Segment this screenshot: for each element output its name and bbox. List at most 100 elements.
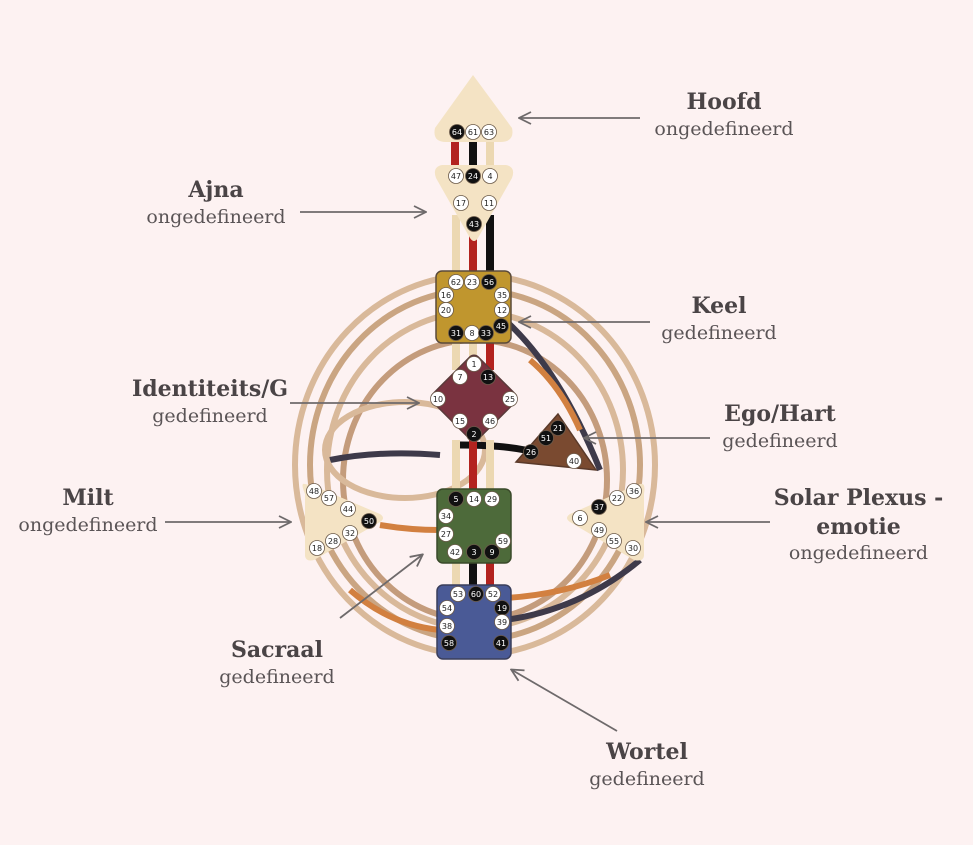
gate-identiteit-25: 25	[502, 391, 518, 407]
gate-hart-40: 40	[566, 453, 582, 469]
gate-circle	[494, 302, 510, 318]
label-hart-status: gedefineerd	[722, 429, 838, 452]
gate-circle	[342, 525, 358, 541]
gate-number: 56	[484, 278, 494, 287]
gate-circle	[482, 413, 498, 429]
gate-keel-33: 33	[478, 325, 494, 341]
gate-circle	[493, 318, 509, 334]
channel-9-52	[486, 560, 494, 590]
gate-identiteit-46: 46	[482, 413, 498, 429]
gate-circle	[340, 501, 356, 517]
label-sacraal: Sacraal gedefineerd	[200, 636, 354, 689]
gate-number: 39	[497, 618, 507, 627]
gate-number: 35	[497, 291, 507, 300]
gate-sacraal-3: 3	[466, 544, 482, 560]
gate-sacraal-42: 42	[447, 544, 463, 560]
gate-circle	[481, 274, 497, 290]
gate-hoofd-63: 63	[481, 124, 497, 140]
milt-center	[302, 483, 383, 561]
gate-hart-21: 21	[550, 420, 566, 436]
gate-milt-50: 50	[361, 513, 377, 529]
gate-number: 18	[312, 544, 322, 553]
gate-number: 1	[471, 360, 476, 369]
gate-circle	[606, 533, 622, 549]
gate-number: 30	[628, 544, 638, 553]
gate-circle	[485, 586, 501, 602]
channel-dark-bottom-right	[504, 557, 642, 623]
gate-circle	[448, 168, 464, 184]
gate-number: 47	[451, 172, 461, 181]
gate-circle	[430, 391, 446, 407]
gate-number: 7	[457, 373, 462, 382]
gate-number: 41	[496, 639, 506, 648]
gate-number: 24	[468, 172, 478, 181]
gate-milt-48: 48	[306, 483, 322, 499]
gate-circle	[450, 586, 466, 602]
gate-identiteit-10: 10	[430, 391, 446, 407]
gate-number: 10	[433, 395, 443, 404]
channel-43-23	[469, 230, 477, 275]
gate-circle	[438, 302, 454, 318]
channel-2-14	[469, 440, 477, 495]
label-ajna-name: Ajna	[188, 177, 244, 203]
channel-17-62	[452, 215, 460, 275]
gate-circle	[566, 453, 582, 469]
gate-number: 46	[485, 417, 495, 426]
gate-number: 31	[451, 329, 461, 338]
gate-number: 6	[577, 514, 582, 523]
gate-solar-22: 22	[609, 490, 625, 506]
gate-circle	[325, 533, 341, 549]
gate-number: 37	[594, 503, 604, 512]
gate-circle	[591, 499, 607, 515]
gate-wortel-52: 52	[485, 586, 501, 602]
gate-sacraal-9: 9	[484, 544, 500, 560]
gate-keel-45: 45	[493, 318, 509, 334]
gate-number: 22	[612, 494, 622, 503]
label-solar-name-1: Solar Plexus -	[773, 485, 944, 511]
gate-circle	[572, 510, 588, 526]
channel-63-4	[486, 140, 494, 170]
gate-circle	[439, 618, 455, 634]
channel-15-5	[452, 440, 460, 495]
gate-circle	[438, 508, 454, 524]
channel-33-13	[486, 340, 494, 370]
gate-number: 20	[441, 306, 451, 315]
gate-number: 12	[497, 306, 507, 315]
gate-circle	[609, 490, 625, 506]
gate-circle	[466, 491, 482, 507]
gate-number: 15	[455, 417, 465, 426]
label-hoofd-status: ongedefineerd	[654, 117, 794, 140]
gate-milt-28: 28	[325, 533, 341, 549]
gate-circle	[493, 635, 509, 651]
gate-circle	[464, 274, 480, 290]
channel-46-29	[486, 440, 494, 495]
gate-number: 4	[487, 172, 492, 181]
gate-keel-56: 56	[481, 274, 497, 290]
gate-number: 23	[467, 278, 477, 287]
gate-circle	[309, 540, 325, 556]
gate-milt-57: 57	[321, 490, 337, 506]
gate-ajna-17: 17	[453, 195, 469, 211]
gate-wortel-60: 60	[468, 586, 484, 602]
vertical-channels	[451, 140, 494, 590]
gate-number: 57	[324, 494, 334, 503]
gate-ajna-24: 24	[465, 168, 481, 184]
label-milt: Milt ongedefineerd	[4, 484, 172, 537]
label-wortel-status: gedefineerd	[589, 767, 705, 790]
gate-ajna-43: 43	[466, 216, 482, 232]
gate-hart-26: 26	[523, 444, 539, 460]
gate-number: 43	[469, 220, 479, 229]
gate-wortel-54: 54	[439, 600, 455, 616]
channel-8-1	[469, 340, 477, 360]
gate-ajna-47: 47	[448, 168, 464, 184]
gate-number: 64	[452, 128, 462, 137]
gate-number: 16	[441, 291, 451, 300]
gate-circle	[466, 426, 482, 442]
gate-number: 40	[569, 457, 579, 466]
gate-identiteit-15: 15	[452, 413, 468, 429]
channel-blue-mid-left	[329, 450, 441, 463]
gate-number: 63	[484, 128, 494, 137]
label-identiteit-status: gedefineerd	[152, 404, 268, 427]
solar-center	[567, 483, 645, 561]
gate-circle	[484, 544, 500, 560]
